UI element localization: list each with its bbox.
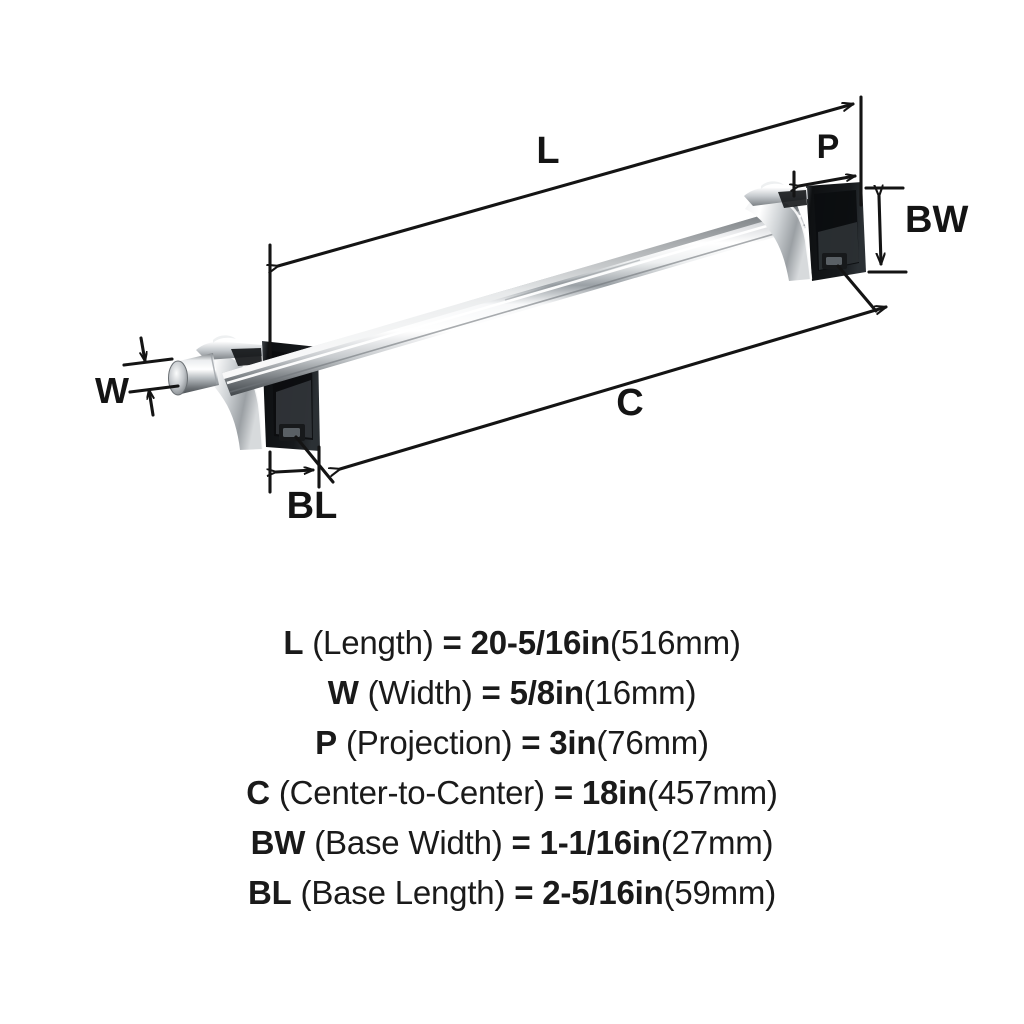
legend-desc-C: (Center-to-Center)	[278, 774, 545, 811]
label-W: W	[95, 370, 129, 411]
dimension-C	[294, 264, 888, 484]
left-bracket-saddle-lip	[213, 335, 236, 343]
legend-imperial-BW: 1-1/16in	[539, 824, 661, 861]
legend-code-L: L	[283, 624, 304, 661]
C-leader-right	[836, 264, 878, 313]
dimension-annotations	[122, 95, 908, 494]
legend-line-P: P (Projection) = 3in(76mm)	[0, 718, 1024, 768]
end-cap-face	[168, 360, 188, 396]
legend-imperial-C: 18in	[581, 774, 648, 811]
legend-code-BL: BL	[247, 874, 292, 911]
dimension-legend: L (Length) = 20-5/16in(516mm) W (Width) …	[0, 618, 1024, 918]
legend-code-C: C	[246, 774, 270, 811]
label-L: L	[536, 130, 559, 172]
legend-line-L: L (Length) = 20-5/16in(516mm)	[0, 618, 1024, 668]
product-diagram: L P BW C W BL	[95, 95, 968, 527]
label-BW: BW	[905, 199, 968, 241]
towel-bar-render	[168, 181, 866, 451]
dimension-BW	[864, 188, 908, 274]
label-P: P	[817, 128, 840, 166]
legend-line-C: C (Center-to-Center) = 18in(457mm)	[0, 768, 1024, 818]
BW-dimension-line	[879, 196, 881, 266]
towel-bar-tube	[222, 205, 806, 396]
legend-eq-BW: =	[511, 824, 531, 861]
dimension-P	[794, 170, 857, 198]
legend-metric-BW: (27mm)	[660, 824, 774, 861]
dimension-label-group: L P BW C W BL	[95, 128, 968, 527]
tube-lower-shade	[229, 224, 806, 393]
right-bracket-setscrew	[826, 257, 842, 265]
legend-imperial-BL: 2-5/16in	[542, 874, 664, 911]
C-dimension-line	[340, 307, 888, 469]
legend-metric-BL: (59mm)	[663, 874, 777, 911]
legend-metric-P: (76mm)	[596, 724, 709, 761]
legend-imperial-P: 3in	[549, 724, 597, 761]
legend-desc-L: (Length)	[312, 624, 434, 661]
legend-line-W: W (Width) = 5/8in(16mm)	[0, 668, 1024, 718]
legend-eq-C: =	[553, 774, 573, 811]
L-dimension-line	[278, 104, 855, 266]
legend-eq-P: =	[521, 724, 541, 761]
dimension-L	[270, 95, 863, 357]
legend-metric-C: (457mm)	[647, 774, 778, 811]
P-dimension-line	[799, 176, 857, 186]
legend-eq-W: =	[481, 674, 501, 711]
left-bracket-recess-reflection	[276, 380, 312, 438]
bar-left-end-cap	[168, 353, 219, 396]
end-cap-seam	[210, 353, 218, 385]
legend-eq-L: =	[442, 624, 462, 661]
C-leader-left	[294, 435, 335, 484]
legend-eq-BL: =	[514, 874, 534, 911]
diagram-svg: L P BW C W BL	[95, 95, 968, 527]
legend-imperial-L: 20-5/16in	[470, 624, 611, 661]
legend-code-BW: BW	[250, 824, 306, 861]
legend-desc-W: (Width)	[367, 674, 473, 711]
label-C: C	[616, 382, 643, 424]
tube-top-edge	[222, 205, 799, 379]
legend-desc-BW: (Base Width)	[314, 824, 503, 861]
left-bracket-setscrew	[283, 428, 300, 437]
legend-imperial-W: 5/8in	[509, 674, 584, 711]
BL-dimension-line	[276, 470, 315, 472]
legend-desc-P: (Projection)	[345, 724, 513, 761]
dimension-BL	[270, 445, 321, 494]
legend-metric-W: (16mm)	[583, 674, 697, 711]
dimension-W	[122, 336, 180, 417]
legend-desc-BL: (Base Length)	[300, 874, 506, 911]
legend-code-W: W	[327, 674, 359, 711]
W-arrow-up	[149, 388, 153, 417]
legend-line-BL: BL (Base Length) = 2-5/16in(59mm)	[0, 868, 1024, 918]
label-BL: BL	[287, 485, 338, 527]
legend-metric-L: (516mm)	[610, 624, 741, 661]
W-extension-top	[122, 357, 174, 367]
legend-code-P: P	[315, 724, 337, 761]
W-arrow-down	[141, 336, 145, 363]
left-bracket-notch	[231, 348, 262, 366]
legend-line-BW: BW (Base Width) = 1-1/16in(27mm)	[0, 818, 1024, 868]
